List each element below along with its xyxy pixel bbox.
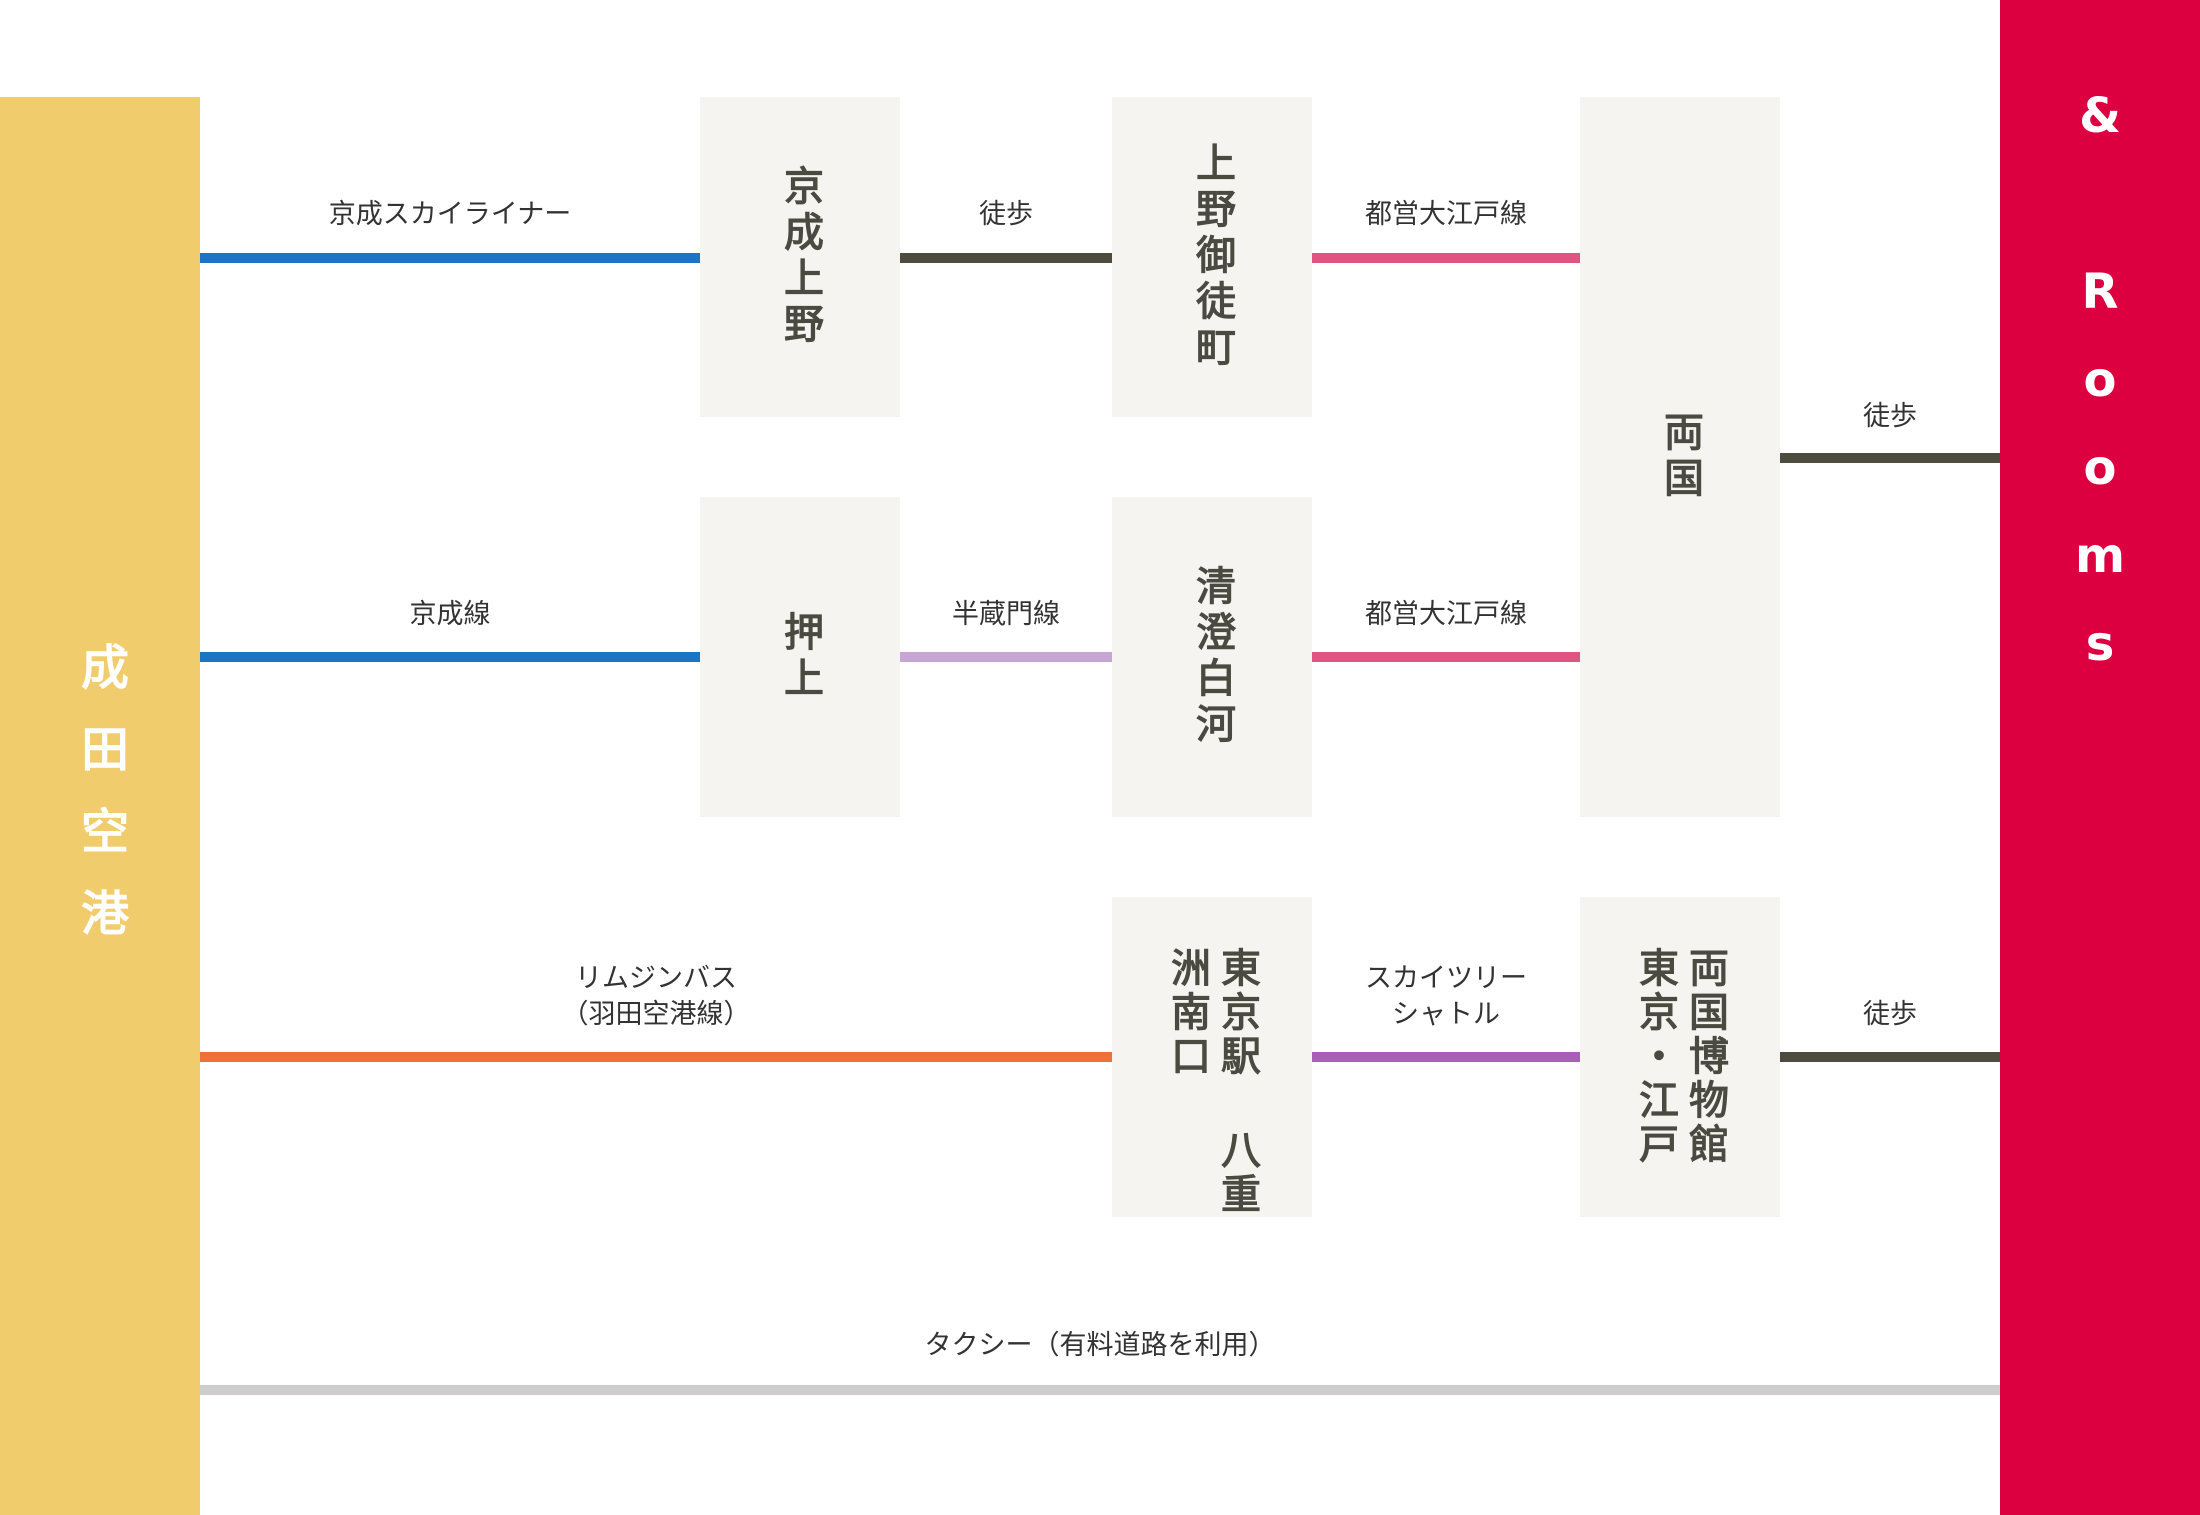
route-label-limousine-line1: リムジンバス [575, 963, 737, 994]
route-line-limousine [200, 1052, 1112, 1062]
station-tokyo-yaesu: 東京駅 八重洲南口 [1112, 897, 1312, 1217]
route-line-walk-museum [1780, 1052, 2000, 1062]
route-label-shuttle-line1: スカイツリー [1365, 963, 1527, 994]
station-label: 押上 [777, 611, 823, 703]
route-label-oedo-1: 都営大江戸線 [1365, 199, 1527, 230]
route-label-walk-ryogoku: 徒歩 [1863, 401, 1917, 432]
route-line-walk-ryogoku [1780, 453, 2000, 463]
station-label-line2: 東京・江戸 [1632, 947, 1678, 1167]
station-keisei-ueno: 京成上野 [700, 97, 900, 417]
route-label-oedo-2: 都営大江戸線 [1365, 599, 1527, 630]
route-line-keisei [200, 652, 700, 662]
route-line-oedo-2 [1312, 652, 1580, 662]
station-label: 清澄白河 [1189, 565, 1235, 749]
station-label: 京成上野 [777, 165, 823, 349]
route-label-keisei: 京成線 [409, 599, 491, 630]
station-label: 上野御徒町 [1189, 142, 1235, 372]
route-label-shuttle: スカイツリー シャトル [1365, 961, 1527, 1033]
station-kiyosumi-shirakawa: 清澄白河 [1112, 497, 1312, 817]
route-line-skyliner [200, 253, 700, 263]
station-label-line1: 東京駅 [1214, 947, 1260, 1079]
route-line-shuttle [1312, 1052, 1580, 1062]
route-label-limousine-line2: （羽田空港線） [561, 999, 751, 1030]
station-oshiage: 押上 [700, 497, 900, 817]
route-line-hanzomon [900, 652, 1112, 662]
route-label-walk-museum: 徒歩 [1863, 999, 1917, 1030]
origin-label: 成田空港 [72, 642, 128, 970]
route-label-hanzomon: 半蔵門線 [952, 599, 1060, 630]
destination-label: & Rooms [2072, 88, 2128, 704]
route-label-taxi: タクシー（有料道路を利用） [924, 1330, 1276, 1361]
route-line-taxi [200, 1385, 2000, 1395]
station-label-multiline: 両国博物館 東京・江戸 [1630, 947, 1730, 1217]
route-line-walk-ueno [900, 253, 1112, 263]
route-label-limousine: リムジンバス （羽田空港線） [562, 961, 751, 1033]
route-line-oedo-1 [1312, 253, 1580, 263]
route-label-skyliner: 京成スカイライナー [328, 199, 572, 230]
station-ryogoku-museum: 両国博物館 東京・江戸 [1580, 897, 1780, 1217]
route-label-walk-ueno: 徒歩 [979, 199, 1033, 230]
route-label-shuttle-line2: シャトル [1392, 999, 1500, 1030]
origin-bar: 成田空港 [0, 97, 200, 1515]
station-ueno-okachimachi: 上野御徒町 [1112, 97, 1312, 417]
destination-bar: & Rooms [2000, 0, 2200, 1515]
station-label-line1: 両国博物館 [1682, 947, 1728, 1167]
station-label: 両国 [1657, 411, 1703, 503]
station-label-line2: 八重洲南口 [1164, 947, 1260, 1217]
station-ryogoku: 両国 [1580, 97, 1780, 817]
station-label-multiline: 東京駅 八重洲南口 [1162, 947, 1262, 1217]
